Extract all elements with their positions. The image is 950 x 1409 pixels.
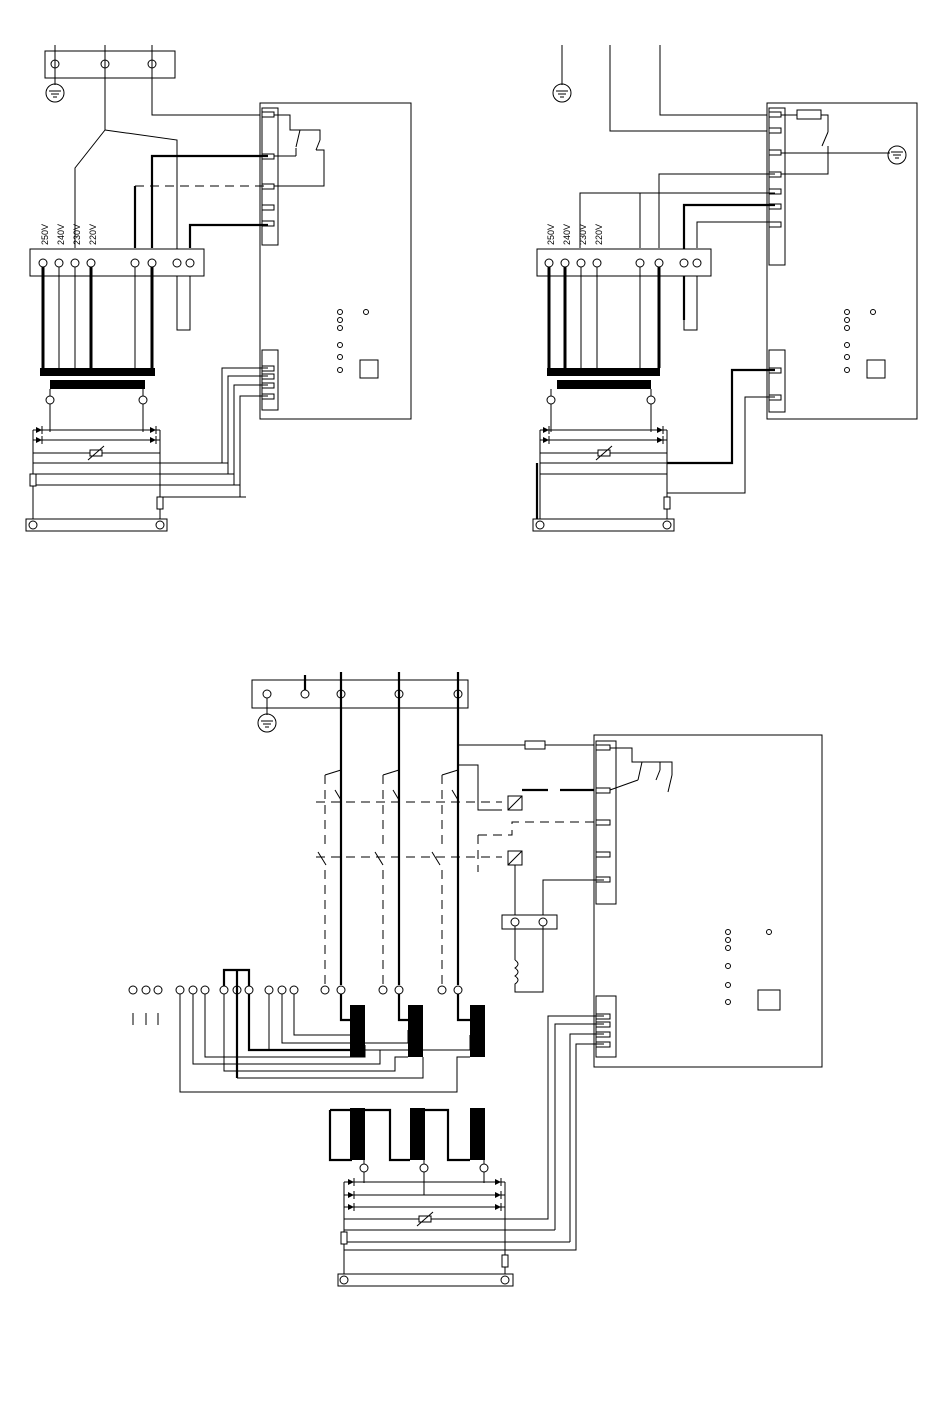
voltage-tap-230v: 230V	[72, 224, 82, 245]
transformer-primary-coil	[350, 1005, 365, 1057]
transformer-secondary-coil	[350, 1108, 365, 1160]
transformer-secondary	[557, 380, 651, 389]
ground-icon	[553, 45, 571, 102]
lower-connector	[769, 350, 785, 412]
switch-contact-icon	[325, 770, 458, 800]
transformer-primary-coil	[408, 1005, 423, 1057]
lower-connector	[262, 350, 278, 410]
fuse-icon	[664, 497, 670, 509]
diagram-single-phase-b: 250V 240V 230V 220V	[533, 45, 917, 531]
diagram-single-phase-a: 250V 240V 230V 220V	[26, 45, 411, 531]
mains-terminal-strip	[252, 680, 468, 708]
voltage-tap-250v: 250V	[546, 224, 556, 245]
resistor	[30, 474, 36, 486]
thermistor-icon	[417, 1212, 433, 1226]
board-chip	[758, 990, 780, 1010]
fuse-icon	[502, 1255, 508, 1267]
board-chip	[360, 360, 378, 378]
resistor	[341, 1232, 347, 1244]
voltage-tap-220v: 220V	[594, 224, 604, 245]
voltage-tap-240v: 240V	[56, 224, 66, 245]
relay-coil-icon	[508, 796, 522, 865]
output-terminal-strip	[338, 1274, 513, 1286]
voltage-tap-230v: 230V	[578, 224, 588, 245]
control-board	[594, 735, 822, 1067]
transformer-primary	[547, 368, 660, 376]
control-board	[260, 103, 411, 419]
switch-contact-icon	[318, 852, 440, 865]
diagram-three-phase	[129, 672, 822, 1286]
inductor-coil	[515, 926, 543, 992]
transformer-primary-coil	[470, 1005, 485, 1057]
fuse-icon	[525, 741, 545, 749]
voltage-tap-220v: 220V	[88, 224, 98, 245]
thermistor-icon	[88, 446, 104, 460]
output-terminal-strip	[26, 519, 167, 531]
diode-icon	[543, 426, 663, 444]
control-board	[767, 103, 917, 419]
board-chip	[867, 360, 885, 378]
output-terminal-strip	[533, 519, 674, 531]
transformer-secondary	[50, 380, 145, 389]
auxiliary-terminal-strip	[502, 915, 557, 929]
voltage-tap-250v: 250V	[40, 224, 50, 245]
diode-icon	[36, 426, 156, 444]
transformer-secondary-coil	[470, 1108, 485, 1160]
fuse-icon	[797, 110, 821, 119]
transformer-primary	[40, 368, 155, 376]
thermistor-icon	[596, 446, 612, 460]
transformer-secondary-coil	[410, 1108, 425, 1160]
voltage-tap-240v: 240V	[562, 224, 572, 245]
fuse-icon	[157, 497, 163, 509]
